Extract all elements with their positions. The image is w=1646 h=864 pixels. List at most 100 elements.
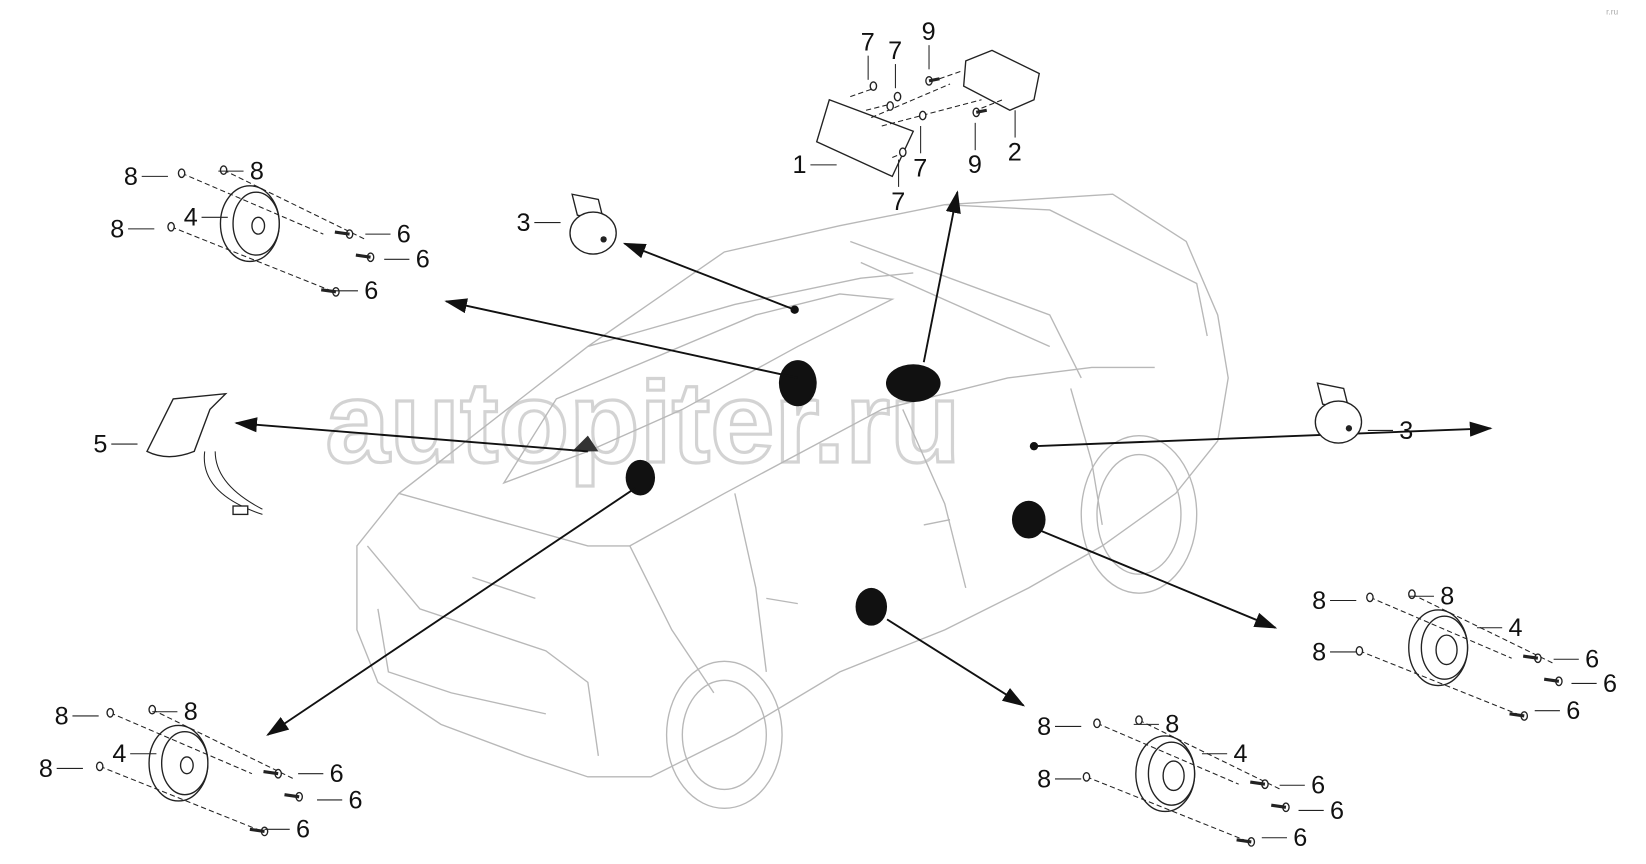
callout-screw-panel: 7 [861,28,875,56]
module-panel-part [815,98,915,178]
screw-part [869,81,878,91]
assembly-line [1359,593,1554,717]
screw-part [334,229,354,240]
screw-part [106,707,115,718]
screw-part [219,165,228,175]
callout-bolt: 6 [296,816,310,844]
parts [95,49,1563,847]
screw-part [284,791,304,802]
screw-part [918,110,927,121]
callout-bolt: 6 [330,760,344,788]
screw-part [898,147,907,158]
screw-part [320,286,340,297]
screw-part [249,826,269,837]
screw-part [972,107,988,118]
callout-clip: 8 [1037,713,1051,741]
callout-clip: 8 [55,702,69,730]
callout-screw-unit: 9 [922,18,936,46]
speaker-part [219,185,280,263]
pointer-arrow [444,298,799,379]
callout-screw-unit: 9 [968,151,982,179]
callout-clip: 8 [1312,587,1326,615]
control-unit-part [962,49,1041,112]
callout-speaker: 4 [184,204,198,232]
speaker-location-rear [625,459,656,496]
screw-part [355,252,375,263]
callout-bolt: 6 [1603,670,1617,698]
vehicle-outline [356,193,1229,810]
screw-part [886,101,895,111]
screw-part [1082,771,1091,782]
assembly-line [850,70,1003,158]
callout-clip: 8 [39,755,53,783]
screw-part [1366,592,1374,603]
arrows [234,190,1493,736]
callout-control-unit: 2 [1008,139,1022,167]
screw-part [148,704,157,715]
callout-antenna: 5 [93,430,107,458]
callout-clip: 8 [1440,583,1454,611]
assembly-line [99,709,295,832]
speaker-location-front-upper [778,360,817,407]
screw-part [1522,653,1542,664]
callout-bolt: 6 [1585,646,1599,674]
screw-part [1135,715,1143,726]
screw-part [1093,718,1101,729]
callout-bolt: 6 [364,277,378,305]
screw-part [263,768,283,779]
callout-tweeter: 3 [516,209,530,237]
screw-part [1509,711,1529,721]
callout-speaker: 4 [1508,614,1522,642]
pointer-arrow [266,487,636,736]
antenna-part [146,392,263,516]
callout-clip: 8 [124,163,138,191]
callout-clip: 8 [250,158,264,186]
pointer-arrow [922,190,961,363]
callout-clip: 8 [1037,765,1051,793]
screw-part [95,761,104,772]
speaker-part [148,724,209,802]
speaker-part [1408,609,1469,687]
speaker-location-rear-door [855,587,888,626]
callout-bolt: 6 [1330,797,1344,825]
callout-speaker: 4 [1233,740,1247,768]
callout-bolt: 6 [416,246,430,274]
pointer-arrow [1033,421,1493,448]
mount-locations [572,305,1046,626]
callout-clip: 8 [1312,638,1326,666]
callout-clip: 8 [110,215,124,243]
callout-module-panel: 1 [793,151,807,179]
callout-screw-panel: 7 [891,188,905,216]
assembly-line [170,169,366,293]
callout-screw-panel: 7 [888,37,902,65]
callout-bolt: 6 [397,221,411,249]
screw-part [1236,837,1256,847]
tweeter-part [569,193,617,255]
screw-part [1250,779,1269,790]
callout-bolt: 6 [1311,772,1325,800]
assembly-line [1086,719,1281,843]
speaker-part [1135,735,1196,813]
callout-speaker: 4 [112,740,126,768]
pointer-arrow [234,417,588,453]
callout-bolt: 6 [349,786,363,814]
callout-bolt: 6 [1566,697,1580,725]
screw-part [1271,802,1290,813]
pointer-arrow [622,242,795,311]
callout-bolt: 6 [1293,824,1307,852]
screw-part [1543,676,1563,687]
speaker-location-front-door [1011,500,1046,539]
callout-tweeter: 3 [1399,417,1413,445]
corner-mark: r.ru [1606,7,1618,17]
callout-screw-panel: 7 [913,154,927,182]
screw-part [167,221,175,232]
screw-part [925,75,940,86]
screw-part [177,168,186,179]
callout-clip: 8 [1165,711,1179,739]
module-location [885,364,941,403]
tweeter-part [1314,382,1363,444]
antenna-location [572,435,599,452]
screw-part [1408,589,1416,600]
